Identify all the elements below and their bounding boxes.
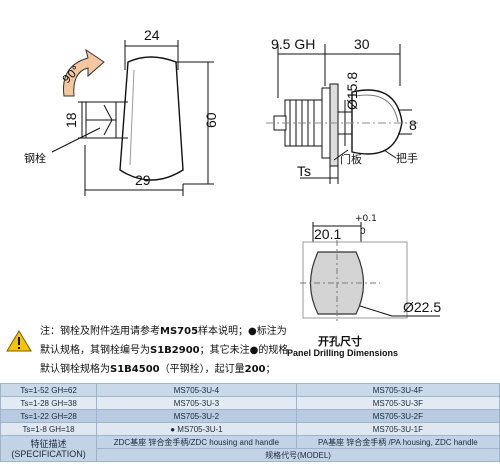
cutout-dim-diameter-22-5: Ø22.5 xyxy=(403,299,441,315)
zdc-model-cell: ● MS705-3U-1 xyxy=(96,422,297,436)
cutout-tol-upper: +0.1 xyxy=(355,214,377,224)
pa-model-cell: MS705-3U-4F xyxy=(295,383,500,397)
selection-note: 注：钢栓及附件选用请参考MS705样本说明；●标注为 默认规格，其钢栓编号为S1… xyxy=(40,322,290,379)
panel-cutout-drawing xyxy=(300,222,440,324)
note-line-3: 默认钢栓规格为S1B4500（平钢栓），起订量200； xyxy=(40,364,276,375)
note-line-2: 默认规格，其钢栓编号为S1B2900；其它未注●的规格 xyxy=(40,345,289,356)
dim-9-5-gh: 9.5 GH xyxy=(271,36,315,52)
technical-drawings: 24 60 18 29 90° 钢栓 xyxy=(24,27,441,324)
zdc-model-cell: MS705-3U-4 xyxy=(96,383,297,397)
note-line-1: 注：钢栓及附件选用请参考MS705样本说明；●标注为 xyxy=(40,326,287,337)
table-row: Ts=1-22 GH=28 MS705-3U-2 MS705-3U-2F xyxy=(0,409,500,423)
dim-diameter-15-8: Ø15.8 xyxy=(344,72,360,110)
ts-gh-cell: Ts=1-28 GH=38 xyxy=(0,396,98,410)
label-handle: 把手 xyxy=(396,151,418,165)
pa-model-cell: MS705-3U-1F xyxy=(295,422,500,436)
ts-gh-cell: Ts=1-52 GH=62 xyxy=(0,383,98,397)
model-header: 规格代号(MODEL) xyxy=(96,448,500,462)
zdc-model-cell: MS705-3U-2 xyxy=(96,409,297,423)
label-door-panel: 门板 xyxy=(340,152,362,166)
dim-height-60: 60 xyxy=(203,112,219,128)
table-header-row: 规格代号(MODEL) xyxy=(1,448,500,462)
dim-width-24: 24 xyxy=(144,27,160,43)
dim-29: 29 xyxy=(135,172,151,188)
table-row: Ts=1-52 GH=62 MS705-3U-4 MS705-3U-4F xyxy=(0,383,500,397)
cutout-dim-20-1: 20.1 xyxy=(314,226,341,242)
ts-gh-cell: Ts=1-8 GH=18 xyxy=(0,422,98,436)
panel-drilling-title-en: Panel Drilling Dimensions xyxy=(287,348,399,358)
label-ts: Ts xyxy=(297,163,311,179)
table-row: Ts=1-8 GH=18 ● MS705-3U-1 MS705-3U-1F xyxy=(0,422,500,436)
model-spec-table: Ts=1-52 GH=62 MS705-3U-4 MS705-3U-4F Ts=… xyxy=(0,383,500,462)
specification-header: 特征描述 (SPECIFICATION) xyxy=(0,435,98,462)
label-steel-pin: 钢栓 xyxy=(24,151,46,165)
right-view-drawing xyxy=(266,44,420,184)
dim-8: 8 xyxy=(409,117,417,133)
cutout-tol-lower: 0 xyxy=(360,227,366,237)
dim-30: 30 xyxy=(354,36,370,52)
table-row: Ts=1-28 GH=38 MS705-3U-3 MS705-3U-3F xyxy=(0,396,500,410)
pa-header: PA基座 锌合金手柄 /PA housing, ZDC handle xyxy=(295,435,500,449)
panel-drilling-title-cn: 开孔尺寸 xyxy=(318,335,362,348)
rotation-arrow-icon xyxy=(63,48,105,97)
warning-icon xyxy=(6,330,32,352)
dim-18: 18 xyxy=(63,112,79,128)
pa-model-cell: MS705-3U-2F xyxy=(295,409,500,423)
zdc-header: ZDC基座 锌合金手柄/ZDC housing and handle xyxy=(96,435,297,449)
table-header-row: 特征描述 (SPECIFICATION) ZDC基座 锌合金手柄/ZDC hou… xyxy=(0,435,500,462)
pa-model-cell: MS705-3U-3F xyxy=(295,396,500,410)
left-view-drawing xyxy=(51,40,214,196)
zdc-model-cell: MS705-3U-3 xyxy=(96,396,297,410)
ts-gh-cell: Ts=1-22 GH=28 xyxy=(0,409,98,423)
